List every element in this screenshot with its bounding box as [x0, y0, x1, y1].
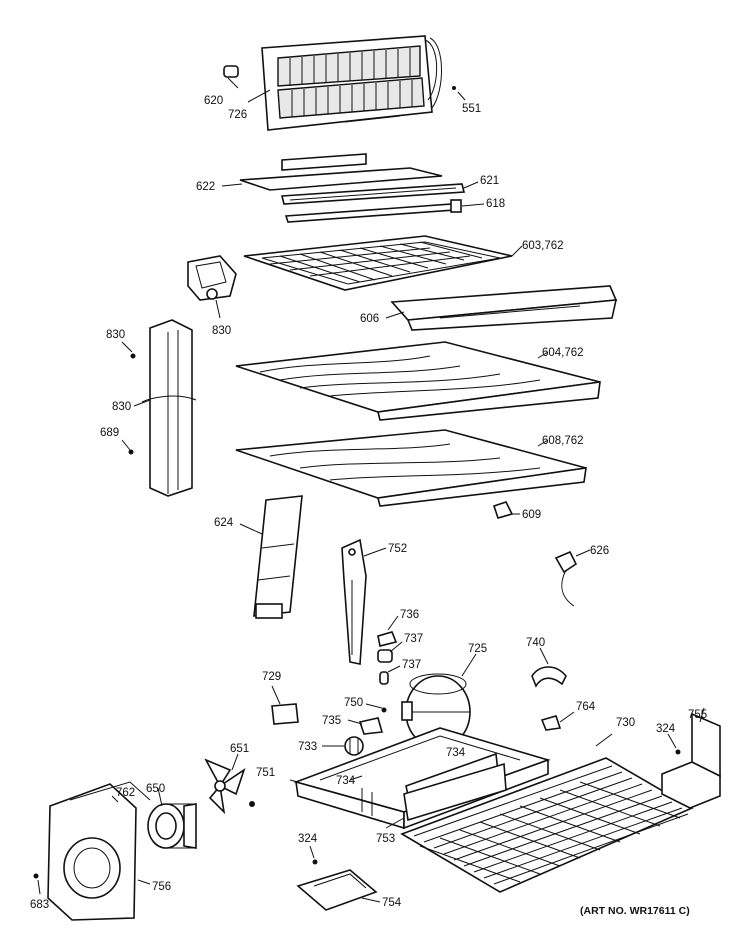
screw-324	[675, 749, 681, 755]
channel-830	[141, 319, 197, 497]
label-733: 733	[298, 741, 317, 753]
relay-729	[271, 703, 299, 725]
label-830-channel: 830	[112, 401, 131, 413]
label-324b: 324	[298, 833, 318, 845]
label-609: 609	[522, 509, 541, 521]
label-762: 762	[116, 787, 135, 799]
label-740: 740	[526, 637, 545, 649]
label-730: 730	[616, 717, 635, 729]
condenser-coil-726	[261, 35, 442, 131]
bracket-752	[341, 538, 367, 665]
part-737	[377, 649, 393, 663]
label-650: 650	[146, 783, 165, 795]
thermostat-626	[554, 550, 578, 607]
callout-labels: 620 726 551 622 621 618 603,762 830 606 …	[30, 95, 707, 917]
screw-551	[452, 86, 456, 90]
part-736	[377, 631, 398, 647]
label-750: 750	[344, 697, 363, 709]
label-755: 755	[688, 709, 707, 721]
label-689: 689	[100, 427, 119, 439]
label-618: 618	[486, 198, 505, 210]
label-830-damper: 830	[212, 325, 231, 337]
fan-651	[204, 758, 246, 815]
label-683: 683	[30, 899, 49, 911]
part-618	[284, 199, 462, 223]
bracket-755	[661, 712, 721, 809]
part-621	[280, 183, 466, 205]
label-736: 736	[400, 609, 419, 621]
label-729: 729	[262, 671, 281, 683]
label-725: 725	[468, 643, 487, 655]
motor-650	[147, 803, 197, 849]
duct-624	[253, 495, 303, 619]
shelf-603	[243, 235, 513, 291]
label-621: 621	[480, 175, 499, 187]
art-number: (ART NO. WR17611 C)	[580, 905, 690, 917]
part-737b	[379, 671, 389, 685]
label-764: 764	[576, 701, 596, 713]
screw-324b	[312, 859, 318, 865]
part-620	[223, 65, 239, 78]
part-764	[540, 715, 562, 731]
part-733	[344, 736, 364, 756]
label-751: 751	[256, 767, 275, 779]
label-620: 620	[204, 95, 223, 107]
label-624: 624	[214, 517, 234, 529]
tray-754	[296, 869, 378, 911]
fan-housing-756	[47, 781, 151, 921]
label-735: 735	[322, 715, 341, 727]
label-734a: 734	[446, 747, 466, 759]
label-324a: 324	[656, 723, 676, 735]
label-756: 756	[152, 881, 171, 893]
label-754: 754	[382, 897, 402, 909]
label-606: 606	[360, 313, 379, 325]
label-622: 622	[196, 181, 215, 193]
part-622	[239, 153, 443, 191]
screw-689	[128, 449, 134, 455]
label-752: 752	[388, 543, 407, 555]
part-753	[403, 762, 507, 822]
screw-750	[381, 707, 387, 713]
label-551: 551	[462, 103, 481, 115]
label-604: 604,762	[542, 347, 584, 359]
label-651: 651	[230, 743, 249, 755]
part-735	[358, 717, 384, 735]
screw-683	[33, 873, 39, 879]
label-734b: 734	[336, 775, 356, 787]
label-830-screw: 830	[106, 329, 125, 341]
label-737b: 737	[402, 659, 421, 671]
label-726: 726	[228, 109, 247, 121]
damper-830	[187, 255, 237, 301]
screw-830	[130, 353, 136, 359]
shelf-604	[235, 341, 601, 421]
clip-740	[531, 666, 567, 688]
label-608: 608,762	[542, 435, 584, 447]
nut-651	[249, 801, 255, 807]
part-606	[390, 285, 618, 331]
label-603: 603,762	[522, 240, 564, 252]
shelf-608	[235, 429, 587, 507]
part-609	[492, 501, 514, 519]
label-753: 753	[376, 833, 395, 845]
label-626: 626	[590, 545, 609, 557]
label-737a: 737	[404, 633, 423, 645]
